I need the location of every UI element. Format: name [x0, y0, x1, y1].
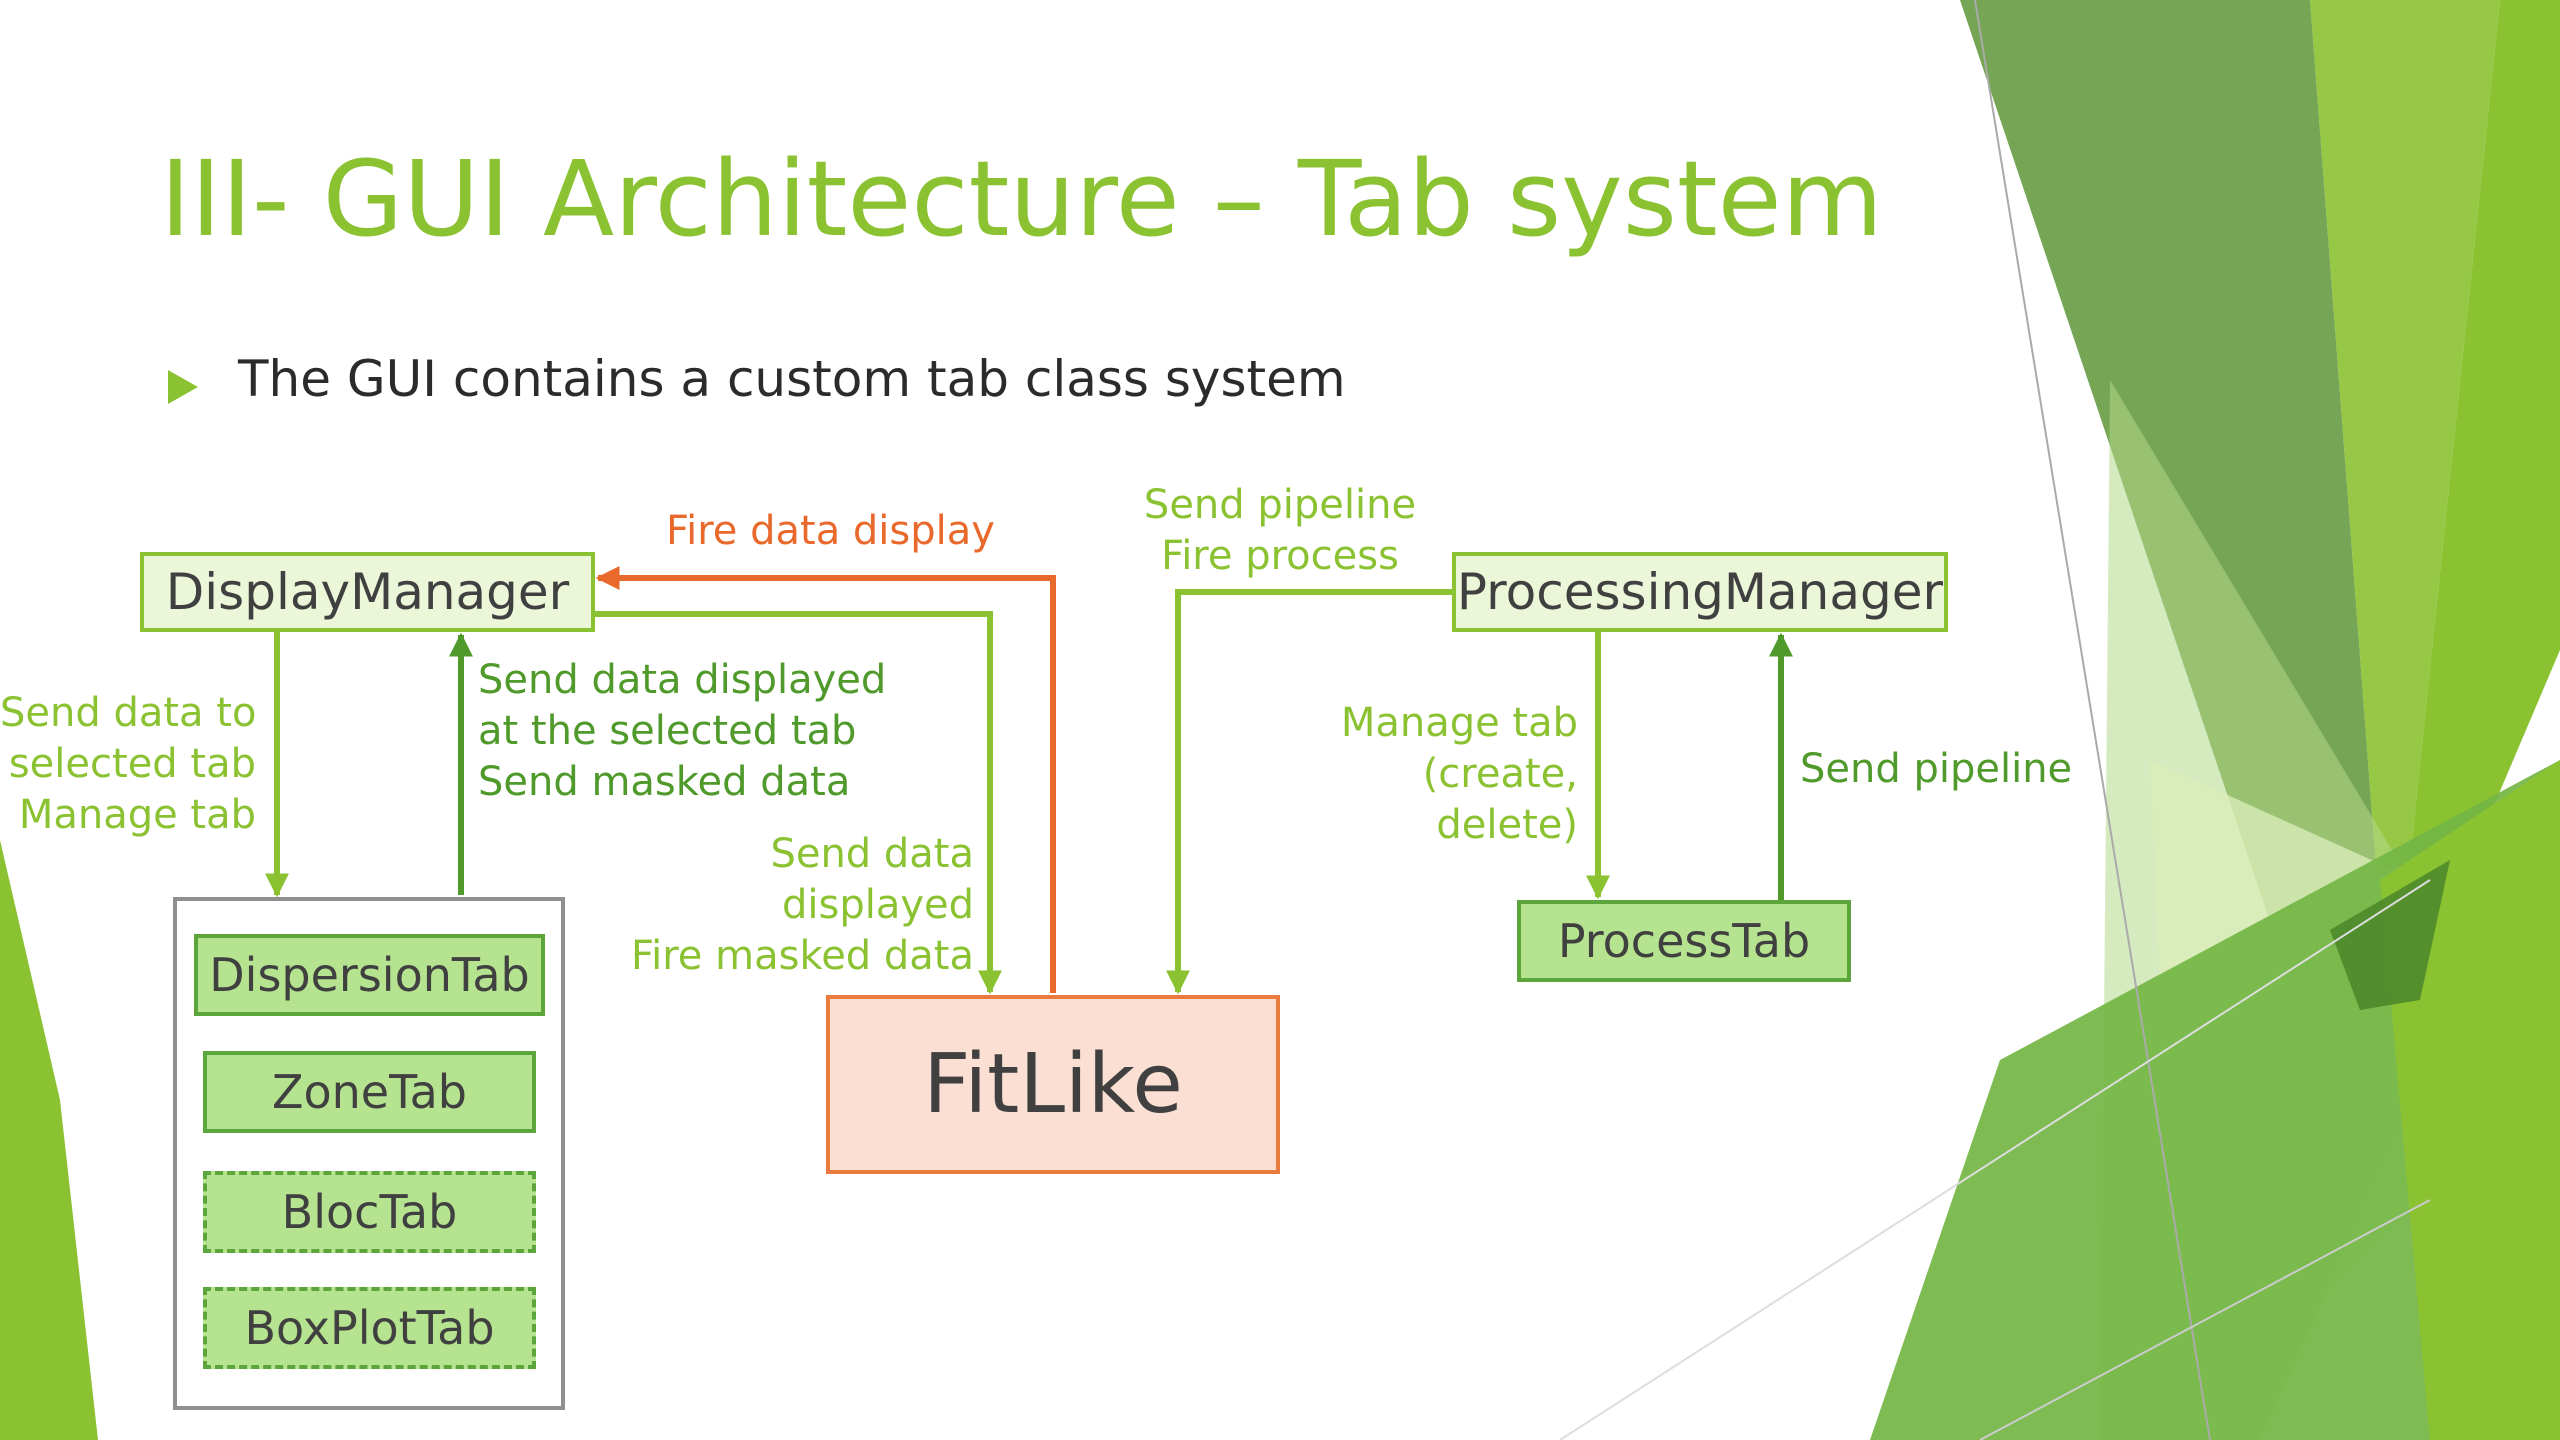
arrow-processing-to-fitlike — [1166, 589, 1452, 995]
bullet-text: The GUI contains a custom tab class syst… — [238, 350, 1346, 408]
bloc-tab-node: BlocTab — [203, 1171, 536, 1253]
slide-title: III- GUI Architecture – Tab system — [160, 138, 1883, 260]
label-send-data-displayed-fire-masked: Send data displayed Fire masked data — [631, 831, 974, 979]
label-send-data-to-selected-tab: Send data to selected tab Manage tab — [0, 690, 257, 838]
zone-tab-node: ZoneTab — [203, 1051, 536, 1133]
bullet-triangle-icon — [168, 370, 198, 404]
label-manage-tab: Manage tab (create, delete) — [1340, 700, 1578, 848]
arrow-display-to-fitlike — [592, 611, 1002, 995]
label-send-pipeline: Send pipeline — [1800, 746, 2073, 792]
display-manager-node: DisplayManager — [140, 552, 595, 632]
arrow-fire-data-display — [595, 566, 1056, 993]
processing-manager-node: ProcessingManager — [1452, 552, 1948, 632]
dispersion-tab-node: DispersionTab — [194, 934, 545, 1016]
fitlike-node: FitLike — [826, 995, 1280, 1174]
label-send-pipeline-fire-process: Send pipeline Fire process — [1143, 482, 1417, 579]
boxplot-tab-node: BoxPlotTab — [203, 1287, 536, 1369]
label-fire-data-display: Fire data display — [666, 508, 995, 554]
process-tab-node: ProcessTab — [1517, 900, 1851, 982]
label-send-data-displayed-selected: Send data displayed at the selected tab … — [478, 657, 887, 805]
